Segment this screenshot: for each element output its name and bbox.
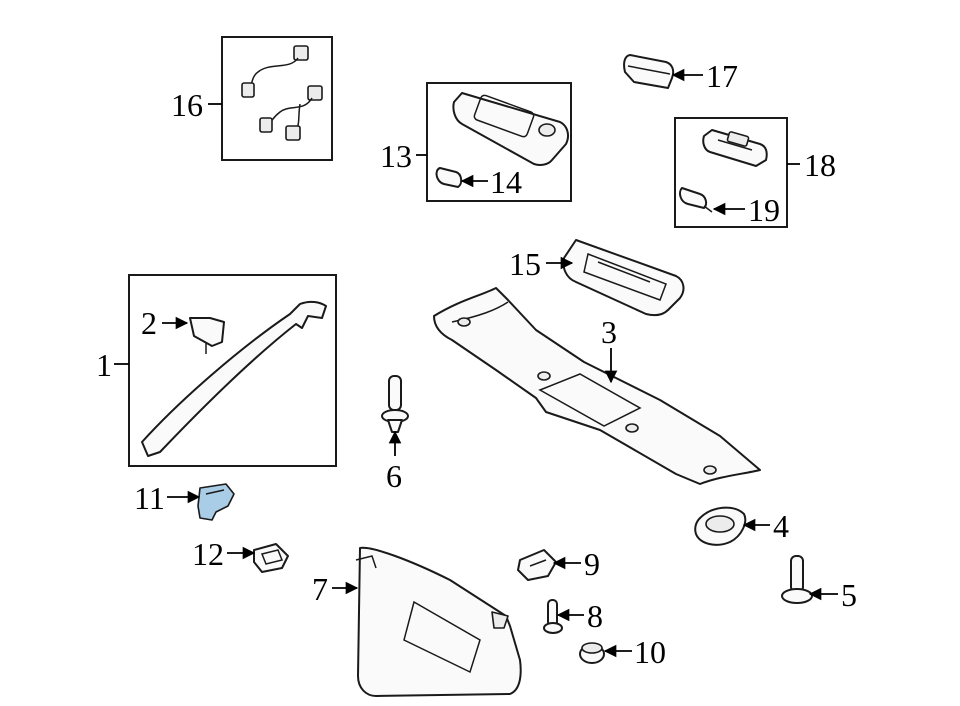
callout-1: 1 bbox=[96, 347, 112, 383]
sun-visor-part[interactable] bbox=[355, 546, 522, 697]
pillar-trim-part[interactable] bbox=[141, 300, 327, 457]
wiring-harness-part[interactable] bbox=[241, 45, 323, 141]
callout-7: 7 bbox=[312, 571, 328, 607]
callout-11: 11 bbox=[134, 480, 165, 516]
clip-part-9[interactable] bbox=[517, 549, 557, 581]
callout-19: 19 bbox=[748, 192, 780, 228]
cap-part[interactable] bbox=[579, 642, 605, 664]
group-box-13 bbox=[426, 82, 572, 202]
callout-8: 8 bbox=[587, 598, 603, 634]
screw-part-6[interactable] bbox=[381, 375, 409, 433]
callout-16: 16 bbox=[171, 87, 203, 123]
group-box-16 bbox=[221, 36, 333, 161]
switch-part[interactable] bbox=[623, 54, 675, 89]
callout-2: 2 bbox=[141, 305, 157, 341]
screw-part-8[interactable] bbox=[543, 599, 563, 634]
callout-17: 17 bbox=[706, 58, 738, 94]
map-lamp-bulb-part[interactable] bbox=[679, 187, 713, 213]
callout-15: 15 bbox=[509, 246, 541, 282]
leader-lines bbox=[114, 68, 838, 658]
console-panel-part[interactable] bbox=[562, 239, 685, 317]
group-box-1 bbox=[128, 274, 337, 467]
bulb-part[interactable] bbox=[435, 167, 463, 188]
dome-lamp-part[interactable] bbox=[452, 92, 569, 166]
callout-4: 4 bbox=[773, 508, 789, 544]
map-lamp-part[interactable] bbox=[702, 129, 768, 167]
headliner-part[interactable] bbox=[433, 287, 761, 485]
callout-12: 12 bbox=[192, 536, 224, 572]
callout-9: 9 bbox=[584, 546, 600, 582]
callout-14: 14 bbox=[490, 164, 522, 200]
callout-5: 5 bbox=[841, 577, 857, 613]
callout-18: 18 bbox=[804, 147, 836, 183]
clip-part[interactable] bbox=[189, 317, 225, 354]
callout-10: 10 bbox=[634, 634, 666, 670]
grommet-part[interactable] bbox=[694, 506, 747, 546]
bracket-part-highlighted[interactable] bbox=[197, 483, 235, 521]
callout-3: 3 bbox=[601, 314, 617, 350]
retainer-part[interactable] bbox=[253, 543, 289, 573]
bolt-part-5[interactable] bbox=[781, 555, 813, 604]
callout-6: 6 bbox=[386, 458, 402, 494]
group-box-18 bbox=[674, 117, 788, 228]
callout-13: 13 bbox=[380, 138, 412, 174]
